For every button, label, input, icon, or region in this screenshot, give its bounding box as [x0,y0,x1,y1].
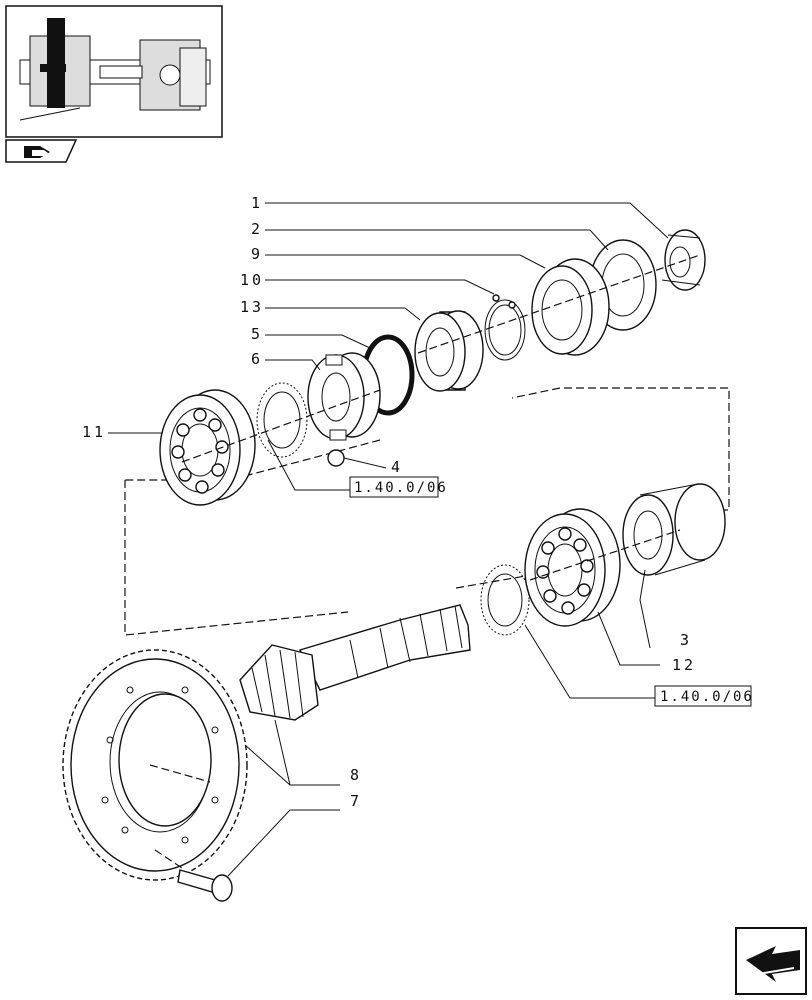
callout-10: 10 [240,271,264,289]
reference-link-upper[interactable]: 1.40.0/06 [349,476,448,498]
book-section-icon[interactable] [5,139,78,163]
part-roller-bearing-12 [524,508,621,627]
callout-6: 6 [251,350,263,368]
reference-label-upper: 1.40.0/06 [354,480,448,496]
part-roller-bearing-11 [159,389,256,506]
reference-label-lower: 1.40.0/06 [660,689,754,705]
reference-link-lower[interactable]: 1.40.0/06 [654,685,754,707]
part-ring-gear [62,649,248,881]
part-snap-ring [484,294,526,361]
callout-2: 2 [251,220,263,238]
part-bolt [177,869,233,902]
axle-thumbnail-icon[interactable] [5,5,223,138]
part-pinion-shaft [239,604,471,721]
part-split-collar [307,352,381,441]
callout-4: 4 [391,458,403,476]
callout-9: 9 [251,245,263,263]
callout-11: 11 [82,423,106,441]
part-sleeve [414,310,484,392]
callout-8: 8 [350,766,362,784]
callout-1: 1 [251,194,263,212]
part-bearing-cup [531,258,610,356]
callout-5: 5 [251,325,263,343]
callout-3: 3 [680,631,692,649]
next-page-arrow-icon[interactable] [735,927,807,995]
callout-7: 7 [350,792,362,810]
part-nut [661,229,706,291]
part-shim-upper [256,382,308,458]
part-ball [327,449,345,467]
part-sleeve-3 [622,483,726,576]
part-shim-lower [480,564,530,636]
callout-13: 13 [240,298,264,316]
callout-12: 12 [672,656,696,674]
